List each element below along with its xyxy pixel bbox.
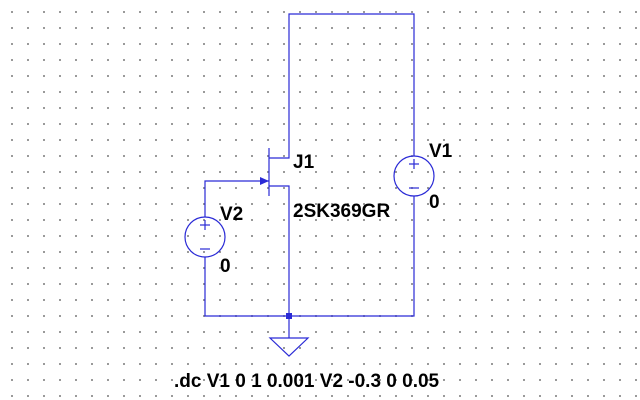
v1-ref-label[interactable]: V1 xyxy=(429,141,453,162)
junction-dot[interactable] xyxy=(286,313,292,319)
wire-v2-to-ground[interactable] xyxy=(204,257,289,317)
voltage-source-v2[interactable] xyxy=(184,216,226,258)
j1-ref-label[interactable]: J1 xyxy=(293,152,315,173)
v2-value-label[interactable]: 0 xyxy=(220,256,231,277)
ground-symbol[interactable] xyxy=(268,337,310,357)
wire-drain-to-v1[interactable] xyxy=(288,13,415,156)
spice-directive[interactable]: .dc V1 0 1 0.001 V2 -0.3 0 0.05 xyxy=(174,371,440,392)
voltage-source-v1[interactable] xyxy=(393,155,435,197)
wire-gate-to-v2[interactable] xyxy=(204,180,269,217)
wire-v1-to-ground[interactable] xyxy=(289,196,415,317)
v1-value-label[interactable]: 0 xyxy=(429,192,440,213)
jfet-j1[interactable] xyxy=(260,148,290,196)
wires xyxy=(204,13,415,338)
gate-arrow-icon xyxy=(260,177,269,185)
j1-model-label[interactable]: 2SK369GR xyxy=(293,201,390,222)
v2-ref-label[interactable]: V2 xyxy=(220,204,243,225)
